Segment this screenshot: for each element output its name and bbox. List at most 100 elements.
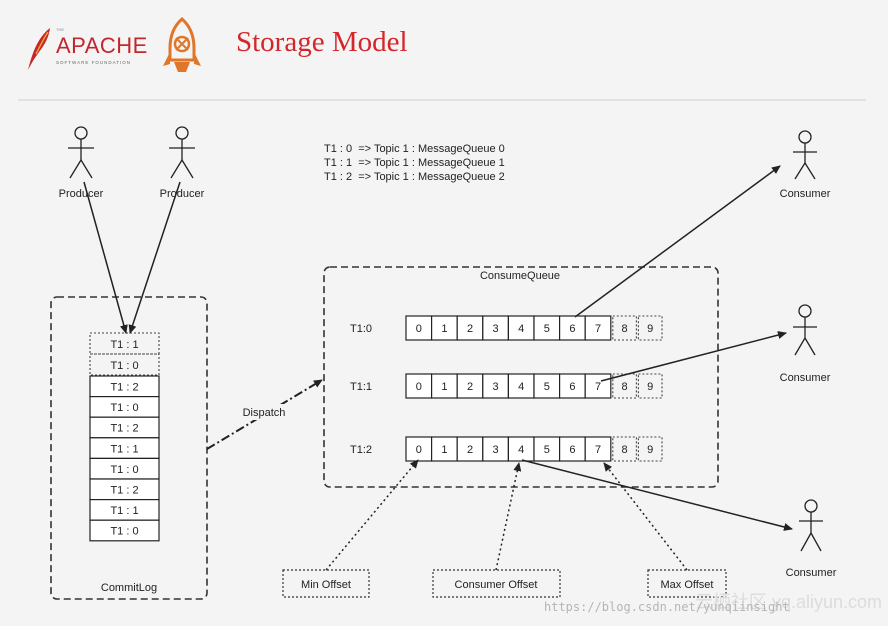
commitlog-entry-pending: T1 : 1 bbox=[89, 332, 160, 355]
apache-wordmark: APACHE bbox=[56, 33, 148, 58]
queue-cell: 7 bbox=[584, 373, 612, 399]
legend-line-1: T1 : 0 => Topic 1 : MessageQueue 0 bbox=[324, 143, 505, 155]
queue-cell: 6 bbox=[558, 315, 586, 341]
stick-figure-icon bbox=[169, 126, 195, 179]
max-offset-box: Max Offset bbox=[647, 569, 727, 598]
stick-figure-icon bbox=[793, 304, 817, 356]
min-offset-box: Min Offset bbox=[282, 569, 370, 598]
apache-feather-icon bbox=[28, 28, 50, 70]
consumequeue-box: ConsumeQueue bbox=[323, 266, 719, 488]
consumer-offset-box: Consumer Offset bbox=[432, 569, 561, 598]
commitlog-entry: T1 : 0 bbox=[89, 519, 160, 542]
queue-cell: 7 bbox=[584, 436, 612, 462]
consumer-offset-label: Consumer Offset bbox=[455, 579, 538, 591]
min-offset-label: Min Offset bbox=[301, 579, 351, 591]
commitlog-entry-label: T1 : 2 bbox=[110, 423, 138, 435]
commitlog-entry-label: T1 : 1 bbox=[110, 505, 138, 517]
max-offset-arrow bbox=[603, 462, 688, 571]
queue-cell-label: 0 bbox=[416, 444, 422, 456]
queue-cell: 6 bbox=[558, 436, 586, 462]
queue-cell: 1 bbox=[431, 373, 458, 399]
legend-line-2: T1 : 1 => Topic 1 : MessageQueue 1 bbox=[324, 157, 505, 169]
queue-cell-label: 6 bbox=[569, 381, 575, 393]
queue-cell: 6 bbox=[558, 373, 586, 399]
queue-cell: 2 bbox=[456, 315, 484, 341]
queue-cell-label: 0 bbox=[416, 323, 422, 335]
queue-cell-label: 7 bbox=[595, 444, 601, 456]
queue-cell: 5 bbox=[533, 373, 561, 399]
queue-cell-empty: 8 bbox=[612, 315, 637, 341]
produce-arrow-2 bbox=[128, 181, 181, 334]
queue-cell-empty: 8 bbox=[612, 436, 637, 462]
consumer-actor-1: Consumer bbox=[780, 130, 831, 200]
queue-cell-label: 6 bbox=[569, 323, 575, 335]
commitlog-entry-label: T1 : 0 bbox=[110, 360, 138, 372]
queue-cell-label: 5 bbox=[544, 444, 550, 456]
queue-cell-label: 7 bbox=[595, 381, 601, 393]
queue-cell-label: 6 bbox=[569, 444, 575, 456]
consumer-label: Consumer bbox=[780, 372, 831, 384]
dispatch-label: Dispatch bbox=[243, 407, 286, 419]
queue-cell-label: 8 bbox=[622, 444, 628, 456]
queue-cell-label: 2 bbox=[467, 381, 473, 393]
queue-cell-label: 8 bbox=[622, 323, 628, 335]
commitlog-label: CommitLog bbox=[101, 582, 157, 594]
legend-line-3: T1 : 2 => Topic 1 : MessageQueue 2 bbox=[324, 171, 505, 183]
apache-foundation-text: SOFTWARE FOUNDATION bbox=[56, 60, 131, 65]
queue-cell-empty: 9 bbox=[637, 315, 663, 341]
queue-cell-empty: 8 bbox=[612, 373, 637, 399]
consume-arrow-1 bbox=[574, 165, 781, 318]
producer-actor-1: Producer bbox=[59, 126, 104, 200]
queue-legend: T1 : 0 => Topic 1 : MessageQueue 0 T1 : … bbox=[324, 143, 505, 183]
commitlog-entries: T1 : 1 T1 : 0 T1 : 2 T1 : 0 T1 : 2 T1 : 1 T1 :… bbox=[89, 332, 160, 542]
queue-cell-label: 3 bbox=[493, 381, 499, 393]
queue-cell: 3 bbox=[482, 373, 509, 399]
consume-arrow-2 bbox=[600, 331, 787, 382]
rocketmq-logo-icon bbox=[163, 17, 201, 72]
producer-label: Producer bbox=[160, 188, 205, 200]
produce-arrow-1 bbox=[83, 181, 128, 334]
consumer-label: Consumer bbox=[780, 188, 831, 200]
producer-actor-2: Producer bbox=[160, 126, 205, 200]
producer-label: Producer bbox=[59, 188, 104, 200]
commitlog-entry-label: T1 : 2 bbox=[110, 382, 138, 394]
queue-cell-label: 5 bbox=[544, 323, 550, 335]
commitlog-entry: T1 : 2 bbox=[89, 375, 160, 398]
commitlog-entry-label: T1 : 2 bbox=[110, 485, 138, 497]
commitlog-entry-label: T1 : 1 bbox=[110, 443, 138, 455]
queue-cell-label: 1 bbox=[441, 381, 447, 393]
queue-cell: 2 bbox=[456, 373, 484, 399]
queue-cell-label: 3 bbox=[493, 323, 499, 335]
queue-cell-label: 9 bbox=[647, 323, 653, 335]
queue-cell-label: 0 bbox=[416, 381, 422, 393]
queue-cell-label: 8 bbox=[622, 381, 628, 393]
queue-cell: 4 bbox=[507, 436, 535, 462]
queue-cell: 3 bbox=[482, 315, 509, 341]
queue-cell: 2 bbox=[456, 436, 484, 462]
commitlog-entry-label: T1 : 0 bbox=[110, 464, 138, 476]
queue-cell-empty: 9 bbox=[637, 373, 663, 399]
stick-figure-icon bbox=[793, 130, 817, 180]
queue-cell-label: 9 bbox=[647, 381, 653, 393]
commitlog-entry-label: T1 : 0 bbox=[110, 526, 138, 538]
stick-figure-icon bbox=[799, 499, 823, 552]
queue-cell: 0 bbox=[405, 315, 433, 341]
max-offset-label: Max Offset bbox=[661, 579, 714, 591]
consumer-actor-3: Consumer bbox=[786, 499, 837, 579]
consume-arrow-3 bbox=[521, 459, 793, 531]
consumer-actor-2: Consumer bbox=[780, 304, 831, 384]
commitlog-entry: T1 : 0 bbox=[89, 457, 160, 480]
apache-the-text: THE bbox=[56, 27, 64, 32]
yunqi-watermark: 云栖社区 yq.aliyun.com bbox=[694, 592, 882, 612]
queue-cell-label: 1 bbox=[441, 323, 447, 335]
commitlog-entry: T1 : 1 bbox=[89, 499, 160, 521]
queue-cell-label: 1 bbox=[441, 444, 447, 456]
commitlog-entry: T1 : 2 bbox=[89, 478, 160, 501]
commitlog-entry: T1 : 2 bbox=[89, 416, 160, 439]
